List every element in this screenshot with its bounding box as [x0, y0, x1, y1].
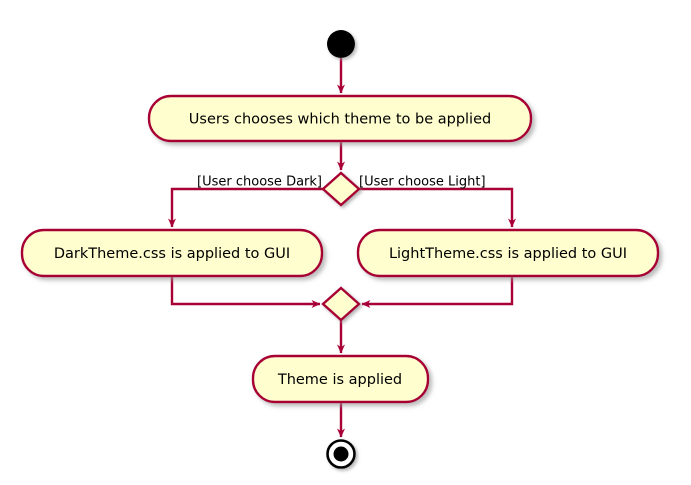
guard-user-choose-dark: [User choose Dark] [197, 175, 322, 190]
activity-choose-theme[interactable]: Users chooses which theme to be applied [147, 94, 533, 143]
initial-node [327, 30, 355, 58]
edge-decision-to-light [359, 187, 516, 228]
activity-theme-applied[interactable]: Theme is applied [251, 354, 430, 404]
decision-node-diamond [321, 171, 361, 207]
activity-choose-theme-label: Users chooses which theme to be applied [189, 112, 491, 128]
activity-dark-theme[interactable]: DarkTheme.css is applied to GUI [20, 228, 324, 278]
edge-decision-to-dark [168, 187, 323, 228]
merge-node-diamond [321, 286, 361, 322]
activity-light-theme-box[interactable] [356, 228, 660, 278]
edge-light-to-merge [361, 276, 514, 308]
activity-light-theme[interactable]: LightTheme.css is applied to GUI [356, 228, 660, 278]
edge-dark-to-merge [170, 276, 321, 308]
final-node-core [333, 446, 349, 462]
guard-user-choose-light: [User choose Light] [359, 175, 486, 190]
edges-layer [168, 58, 516, 438]
activity-theme-applied-box[interactable] [251, 354, 430, 404]
activity-dark-theme-label: DarkTheme.css is applied to GUI [54, 246, 290, 262]
merge-node [321, 286, 361, 322]
activity-choose-theme-box[interactable] [147, 94, 533, 143]
final-node [326, 439, 356, 469]
activity-light-theme-label: LightTheme.css is applied to GUI [389, 246, 627, 262]
activity-theme-applied-label: Theme is applied [277, 372, 402, 388]
decision-node [321, 171, 361, 207]
initial-node-circle [327, 30, 355, 58]
activity-dark-theme-box[interactable] [20, 228, 324, 278]
